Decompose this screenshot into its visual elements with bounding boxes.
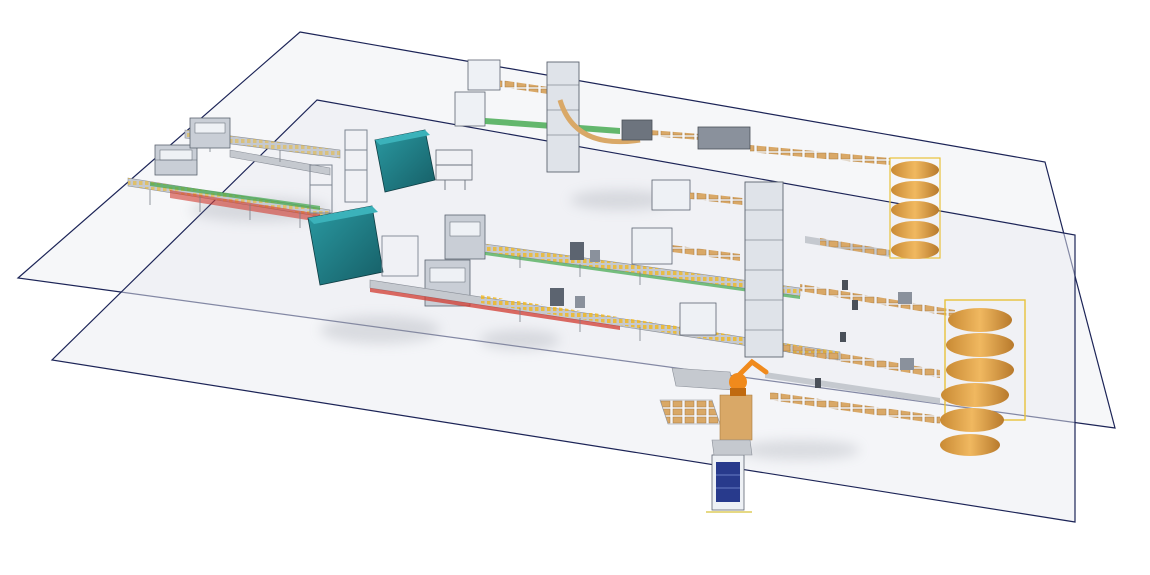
- inspection-stations: [815, 280, 914, 388]
- pallet-stations: [659, 367, 753, 441]
- vertical-elevator-upper: [546, 61, 641, 173]
- carton-conveyors: [485, 80, 955, 424]
- case-sealer-upper: [621, 119, 751, 150]
- rotary-filler-upper-2: [189, 117, 231, 149]
- labeller-units: [550, 242, 600, 308]
- frame-elevators-left: [309, 129, 368, 214]
- stretch-wrapper: [706, 439, 753, 513]
- conveyor-legs: [519, 255, 641, 341]
- small-rack-station: [435, 149, 473, 190]
- vertical-elevator-lower: [744, 181, 784, 358]
- teal-shrink-wrapper-lower: [307, 205, 384, 286]
- teal-shrink-wrapper-upper: [374, 129, 436, 193]
- bottle-line-middle-1: [484, 243, 801, 299]
- rotary-filler-upper-1: [154, 144, 198, 176]
- case-packer-middle: [454, 59, 717, 336]
- robot-arm-icon: [729, 358, 769, 396]
- spiral-conveyor-lower: [940, 299, 1026, 456]
- spiral-conveyor-upper: [889, 157, 941, 259]
